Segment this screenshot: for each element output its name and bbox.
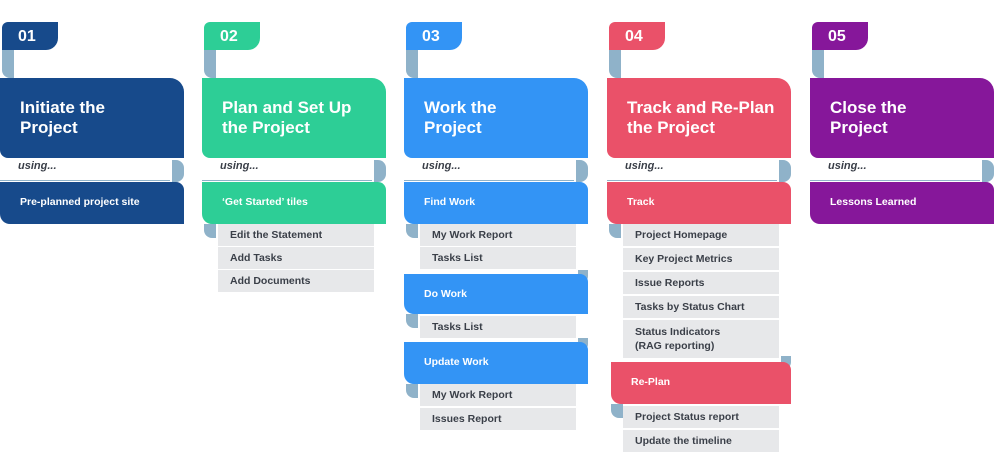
ribbon-fold xyxy=(2,50,14,78)
band-update-work: Update Work xyxy=(404,342,588,384)
divider xyxy=(202,180,372,181)
stage-title-line1: Close the xyxy=(830,98,907,117)
stage-title-line2: the Project xyxy=(627,118,715,137)
using-label: using... xyxy=(625,160,664,172)
list-item-line2: (RAG reporting) xyxy=(635,340,715,352)
list-item: Update the timeline xyxy=(623,430,779,452)
band-track: Track xyxy=(607,182,791,224)
stage-initiate: 01 Initiate the Project using... Pre-pla… xyxy=(0,0,190,474)
stage-title: Work the Project xyxy=(404,78,588,158)
stage-number: 05 xyxy=(812,22,868,50)
stage-title: Initiate the Project xyxy=(0,78,184,158)
list-item: My Work Report xyxy=(420,224,576,246)
list-item: Tasks by Status Chart xyxy=(623,296,779,318)
list-item: Add Documents xyxy=(218,270,374,292)
ribbon-fold xyxy=(204,224,216,238)
stage-work: 03 Work the Project using... Find Work M… xyxy=(404,0,594,474)
list-item: Tasks List xyxy=(420,247,576,269)
band-get-started: ‘Get Started’ tiles xyxy=(202,182,386,224)
stage-title: Track and Re-Plan the Project xyxy=(607,78,791,158)
list-item: My Work Report xyxy=(420,384,576,406)
stage-number: 04 xyxy=(609,22,665,50)
band-re-plan: Re-Plan xyxy=(611,362,791,404)
stage-title-line2: Project xyxy=(20,118,78,137)
stage-title-line2: Project xyxy=(830,118,888,137)
list-item: Add Tasks xyxy=(218,247,374,269)
using-label: using... xyxy=(422,160,461,172)
ribbon-fold xyxy=(204,50,216,78)
ribbon-fold xyxy=(982,160,994,182)
stage-close: 05 Close the Project using... Lessons Le… xyxy=(810,0,994,474)
list-item: Key Project Metrics xyxy=(623,248,779,270)
stage-number: 01 xyxy=(2,22,58,50)
using-label: using... xyxy=(18,160,57,172)
ribbon-fold xyxy=(406,384,418,398)
list-item: Project Homepage xyxy=(623,224,779,246)
list-item: Issues Report xyxy=(420,408,576,430)
ribbon-fold xyxy=(609,50,621,78)
ribbon-fold xyxy=(779,160,791,182)
divider xyxy=(810,180,980,181)
ribbon-fold xyxy=(576,160,588,182)
band-pre-planned-site: Pre-planned project site xyxy=(0,182,184,224)
ribbon-fold xyxy=(172,160,184,182)
list-item-line1: Status Indicators xyxy=(635,326,721,338)
using-label: using... xyxy=(220,160,259,172)
stage-title: Close the Project xyxy=(810,78,994,158)
list-item: Issue Reports xyxy=(623,272,779,294)
stage-number: 03 xyxy=(406,22,462,50)
stage-title: Plan and Set Up the Project xyxy=(202,78,386,158)
ribbon-fold xyxy=(406,314,418,328)
ribbon-fold xyxy=(611,404,623,418)
list-item: Status Indicators (RAG reporting) xyxy=(623,320,779,358)
stage-number: 02 xyxy=(204,22,260,50)
stage-plan: 02 Plan and Set Up the Project using... … xyxy=(202,0,392,474)
divider xyxy=(0,180,170,181)
list-item: Edit the Statement xyxy=(218,224,374,246)
ribbon-fold xyxy=(406,224,418,238)
band-do-work: Do Work xyxy=(404,274,588,314)
stage-title-line1: Work the xyxy=(424,98,497,117)
stage-title-line2: Project xyxy=(424,118,482,137)
stage-title-line1: Initiate the xyxy=(20,98,106,117)
stage-title-line1: Plan and Set Up xyxy=(222,98,352,117)
stage-title-line2: the Project xyxy=(222,118,310,137)
list-item: Project Status report xyxy=(623,406,779,428)
using-label: using... xyxy=(828,160,867,172)
list-item: Tasks List xyxy=(420,316,576,338)
ribbon-fold xyxy=(374,160,386,182)
divider xyxy=(404,180,574,181)
ribbon-fold xyxy=(812,50,824,78)
ribbon-fold xyxy=(609,224,621,238)
band-lessons-learned: Lessons Learned xyxy=(810,182,994,224)
ribbon-fold xyxy=(406,50,418,78)
stage-track: 04 Track and Re-Plan the Project using..… xyxy=(607,0,797,474)
stage-title-line1: Track and Re-Plan xyxy=(627,98,775,117)
band-find-work: Find Work xyxy=(404,182,588,224)
divider xyxy=(607,180,777,181)
